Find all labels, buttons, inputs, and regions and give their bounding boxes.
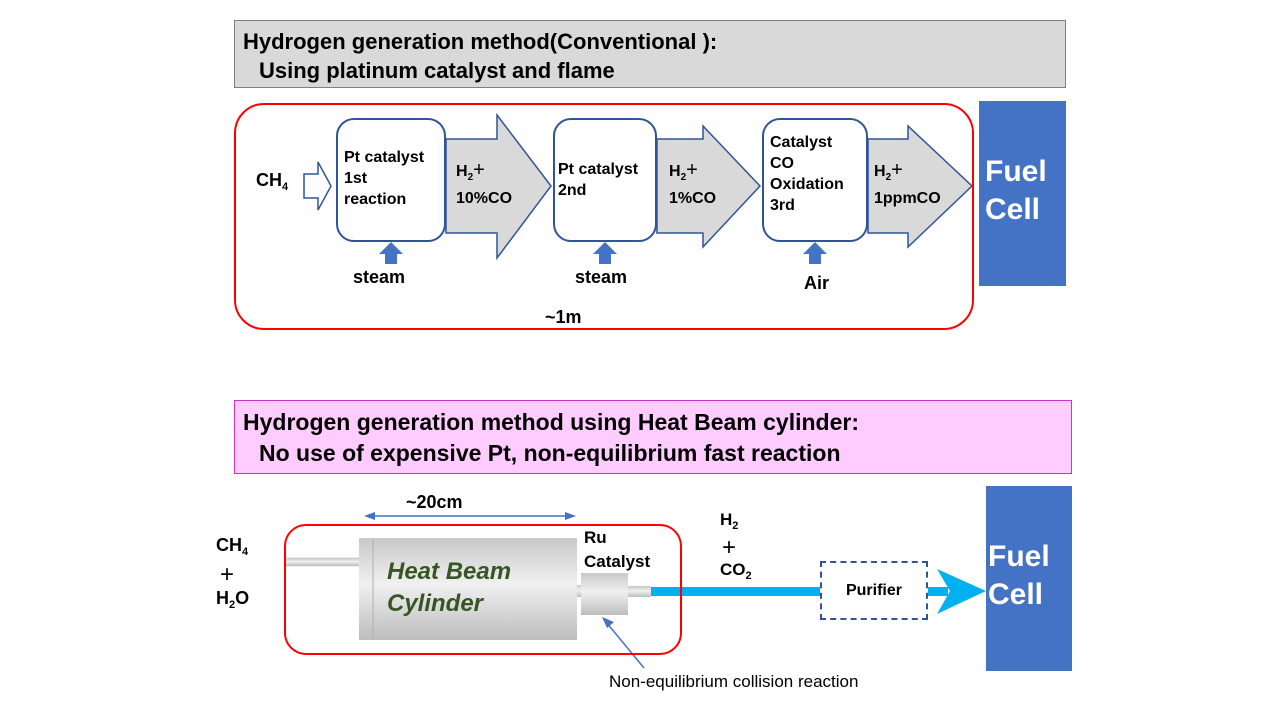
flow-arrow-1: [445, 112, 552, 261]
collision-reaction-note: Non-equilibrium collision reaction: [609, 672, 859, 691]
input-arrow-icon: [303, 161, 332, 211]
flow-arrow-3: [867, 124, 974, 249]
air-arrow-icon: [803, 242, 827, 264]
flow-label-2: H2+ 1%CO: [669, 159, 717, 208]
heat-beam-title-banner: Hydrogen generation method using Heat Be…: [234, 400, 1072, 474]
flow-label-1: H2+ 10%CO: [456, 159, 513, 208]
steam-arrow-icon-1: [379, 242, 403, 264]
dimension-arrowhead-left: [364, 512, 375, 520]
heat-beam-cylinder: [359, 538, 577, 640]
pointer-line: [605, 621, 645, 669]
feed-label-steam-1: steam: [353, 267, 406, 287]
pointer-arrowhead: [602, 617, 614, 628]
stage-box-1: Pt catalyst 1st reaction: [336, 118, 446, 242]
size-label-20cm: ~20cm: [406, 492, 463, 512]
flow-label-3: H2+ 1ppmCO: [874, 159, 941, 208]
pipe-arrowhead-icon: [937, 569, 986, 614]
input-ch4-label: CH4: [256, 170, 289, 193]
size-label-1m: ~1m: [545, 307, 582, 327]
conventional-title-line2: Using platinum catalyst and flame: [259, 58, 615, 83]
hydrogen-pipe: [651, 587, 821, 596]
dimension-arrowhead-right: [565, 512, 576, 520]
steam-arrow-icon-2: [593, 242, 617, 264]
fuel-cell-heat-beam: Fuel Cell: [986, 486, 1072, 671]
heat-beam-title-line1: Hydrogen generation method using Heat Be…: [243, 409, 859, 435]
cylinder-label: Heat Beam Cylinder: [387, 558, 512, 617]
heat-beam-enclosure: [284, 524, 682, 655]
conventional-title-banner: Hydrogen generation method(Conventional …: [234, 20, 1066, 88]
feed-label-air: Air: [804, 273, 830, 293]
conventional-system-enclosure: [234, 103, 974, 330]
flow-arrow-2: [656, 124, 762, 249]
ru-catalyst-block: [581, 573, 628, 615]
purifier-box: Purifier: [820, 561, 928, 620]
heat-beam-output-label: H2 + CO2: [720, 510, 752, 582]
conventional-title-line1: Hydrogen generation method(Conventional …: [243, 29, 718, 54]
feed-label-steam-2: steam: [575, 267, 628, 287]
ru-catalyst-label: Ru Catalyst: [584, 528, 651, 571]
stage-box-3: Catalyst CO Oxidation 3rd: [762, 118, 868, 242]
stage-box-2: Pt catalyst 2nd: [553, 118, 657, 242]
fuel-cell-conventional: Fuel Cell: [979, 101, 1066, 286]
heat-beam-input-label: CH4 + H2O: [216, 535, 250, 611]
heat-beam-title-line2: No use of expensive Pt, non-equilibrium …: [259, 440, 841, 466]
